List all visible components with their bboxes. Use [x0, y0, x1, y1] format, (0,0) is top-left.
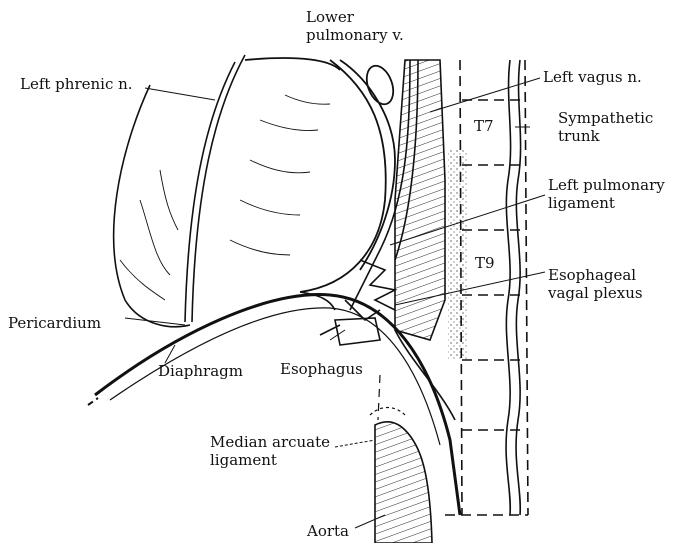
sympathetic-trunk-label: Sympathetic trunk	[558, 109, 653, 145]
leader-lines	[125, 78, 545, 528]
t9-label: T9	[475, 254, 495, 272]
stipple-shading	[448, 150, 468, 360]
t7-label: T7	[474, 117, 494, 135]
lung-shape	[230, 58, 386, 292]
sympathetic-trunk-shape	[506, 60, 521, 515]
esophagus-label: Esophagus	[280, 360, 363, 378]
hiatus-shape	[320, 318, 380, 345]
lower-pulmonary-vein-label: Lower pulmonary v.	[306, 8, 404, 44]
median-arcuate-ligament-label: Median arcuate ligament	[210, 433, 330, 469]
esophageal-vagal-plexus-label: Esophageal vagal plexus	[548, 266, 643, 302]
aorta-label: Aorta	[307, 522, 349, 540]
left-pulmonary-ligament-label: Left pulmonary ligament	[548, 176, 665, 212]
pulmonary-vein-shape	[340, 60, 398, 270]
left-phrenic-nerve-label: Left phrenic n.	[20, 75, 133, 93]
pericardium-label: Pericardium	[8, 314, 101, 332]
left-vagus-nerve-label: Left vagus n.	[543, 68, 642, 86]
diaphragm-label: Diaphragm	[158, 362, 243, 380]
pericardium-shape	[114, 55, 245, 327]
